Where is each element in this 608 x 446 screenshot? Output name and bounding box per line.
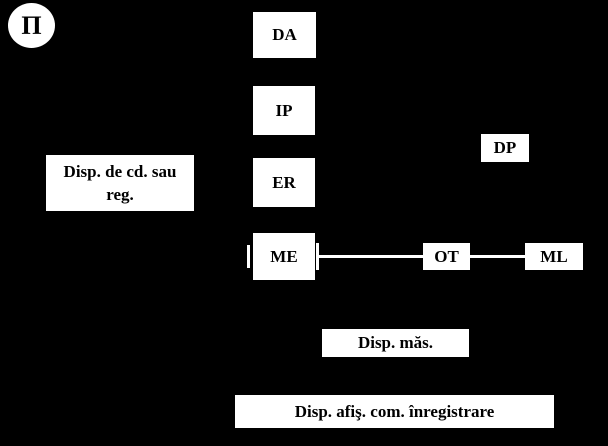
node-disp-cd-reg-line2: reg. <box>106 185 134 204</box>
node-da-label: DA <box>272 25 297 44</box>
node-er: ER <box>253 158 315 207</box>
pi-circle-badge: Π <box>8 3 55 48</box>
node-ip: IP <box>253 86 315 135</box>
node-ot: OT <box>423 243 470 270</box>
node-disp-afis-com-inregistrare-label: Disp. afiş. com. înregistrare <box>294 401 495 421</box>
node-er-label: ER <box>272 172 296 192</box>
node-dp: DP <box>481 134 529 162</box>
node-ip-label: IP <box>275 100 293 120</box>
me-right-terminal-tick <box>316 243 319 270</box>
node-ot-label: OT <box>434 246 459 266</box>
node-ml: ML <box>525 243 583 270</box>
node-disp-mas: Disp. măs. <box>322 329 469 357</box>
connector-me-ot <box>319 255 423 258</box>
node-dp-label: DP <box>493 138 517 157</box>
connector-ot-ml <box>470 255 525 258</box>
node-me-label: ME <box>270 246 298 266</box>
node-me: ME <box>253 233 315 280</box>
me-left-terminal-tick <box>247 245 250 268</box>
node-disp-afis-com-inregistrare: Disp. afiş. com. înregistrare <box>235 395 554 428</box>
node-ml-label: ML <box>540 246 568 266</box>
node-disp-mas-label: Disp. măs. <box>357 333 434 352</box>
pi-badge-label: Π <box>21 10 42 40</box>
node-disp-cd-reg-line1: Disp. de cd. sau <box>63 162 177 181</box>
node-da: DA <box>253 12 316 58</box>
node-disp-cd-reg: Disp. de cd. sau reg. <box>46 155 194 211</box>
